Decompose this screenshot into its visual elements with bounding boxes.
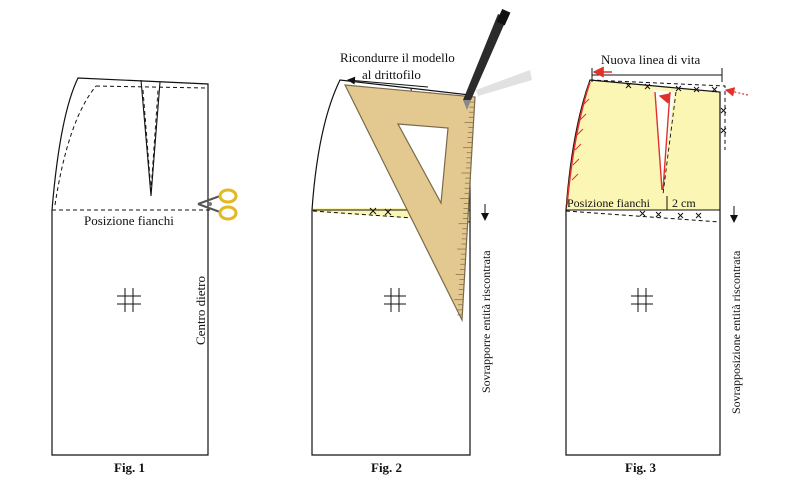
fig1-dashed-waist (95, 85, 209, 89)
fig2-grain-mark (384, 288, 406, 312)
figure-2: Ricondurre il modello al drittofilo Sovr… (311, 8, 532, 475)
fig3-grain-mark (631, 288, 653, 312)
fig3-hip-label: Posizione fianchi (567, 196, 651, 210)
fig1-hip-label: Posizione fianchi (84, 213, 174, 228)
figure-3: Nuova linea di vita 2 cm Posizione fianc… (565, 52, 749, 475)
set-square-cutout (396, 123, 449, 206)
fig2-skirt-outline (311, 79, 471, 456)
scissors-icon (197, 188, 238, 221)
fig3-red-arrow-mid (658, 92, 671, 104)
fig3-measure-label: 2 cm (672, 196, 696, 210)
fig2-hip-dashed (312, 210, 471, 223)
fig3-dart-dashed (662, 91, 677, 195)
fig1-caption: Fig. 1 (114, 460, 145, 475)
set-square-ruler (343, 84, 476, 323)
fig3-new-waist-label: Nuova linea di vita (601, 52, 701, 67)
figure-1: Posizione fianchi Centro dietro Fig. 1 (51, 77, 238, 475)
fig1-center-back-label: Centro dietro (193, 276, 208, 345)
fig3-red-dart (654, 91, 671, 191)
fig1-grain-mark (117, 288, 141, 312)
ruler-ticks (454, 101, 475, 316)
fig2-caption: Fig. 2 (371, 460, 402, 475)
fig3-highlight-area (566, 80, 720, 210)
fig2-overlap-label: Sovrapporre entità riscontrata (479, 250, 493, 393)
fig1-dart (140, 79, 161, 197)
fig3-red-arrow-right (724, 87, 749, 97)
fig3-cross-marks (625, 82, 727, 219)
fig1-skirt-outline (51, 77, 209, 456)
fig3-caption: Fig. 3 (625, 460, 657, 475)
fig2-cross-marks (369, 207, 392, 216)
fig3-dashed-hip (565, 210, 721, 223)
fig3-dart-cutout (654, 90, 674, 195)
pen-icon (463, 8, 532, 110)
fig2-instruction-line1: Ricondurre il modello (340, 50, 455, 65)
fig3-red-side (566, 81, 591, 206)
fig2-instruction-line2: al drittofilo (362, 67, 421, 82)
fig1-dart-dashed (142, 89, 159, 191)
fig3-overlap-label: Sovrapposizione entità riscontrata (729, 250, 743, 414)
fig2-instruction-arrow (347, 76, 429, 88)
fig3-side-hatch (571, 98, 590, 181)
